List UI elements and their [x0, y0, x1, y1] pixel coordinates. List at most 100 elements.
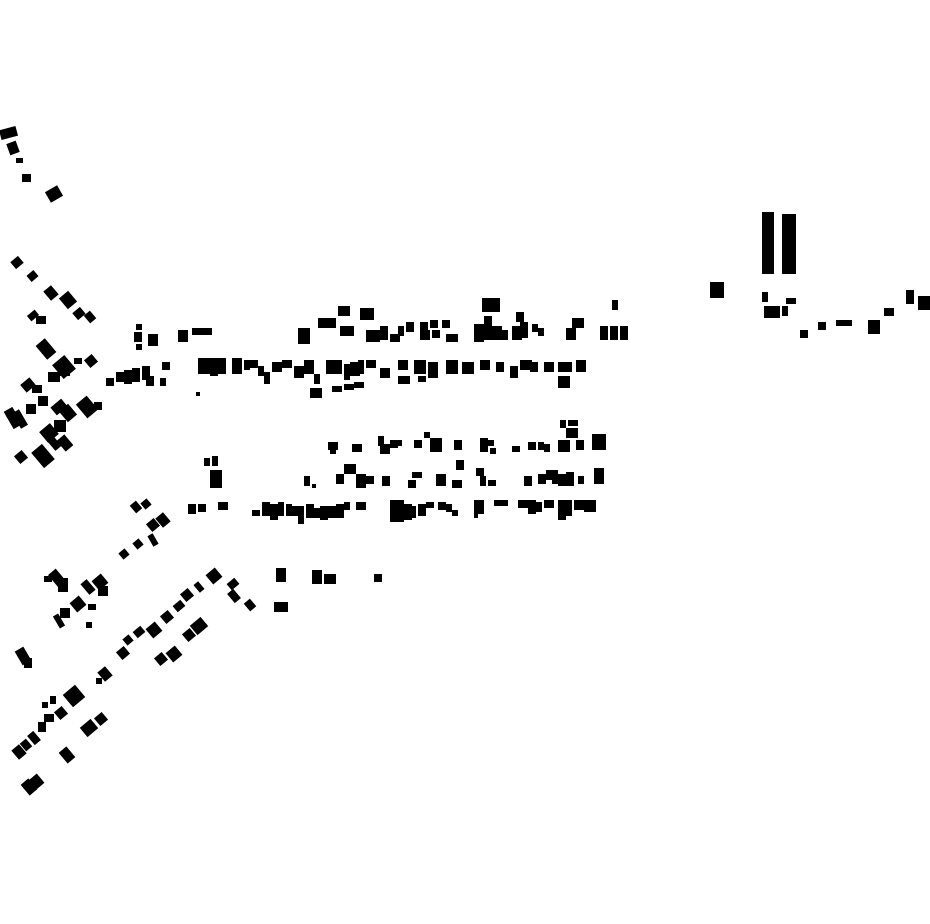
building [884, 308, 894, 316]
building [492, 326, 502, 340]
building [58, 290, 78, 310]
building [474, 500, 484, 514]
building [13, 449, 29, 465]
building [270, 504, 278, 520]
building [412, 472, 422, 478]
building [60, 368, 70, 376]
building [538, 474, 546, 484]
building [428, 362, 438, 378]
building [227, 588, 241, 604]
building [512, 446, 520, 452]
building [344, 464, 356, 474]
building [179, 587, 195, 603]
building [576, 360, 586, 372]
building [294, 366, 304, 378]
building [54, 420, 66, 432]
building [306, 504, 314, 518]
building [74, 358, 82, 364]
building [366, 330, 380, 342]
building [198, 504, 206, 512]
building [410, 506, 416, 518]
building [366, 360, 376, 368]
building [906, 290, 914, 304]
building [418, 376, 426, 382]
building [516, 312, 524, 322]
building [446, 504, 452, 512]
building [198, 358, 210, 374]
building [26, 270, 39, 282]
building [44, 714, 54, 722]
building [398, 360, 408, 370]
building [98, 586, 108, 596]
building [442, 320, 450, 328]
building [48, 372, 60, 382]
building [22, 174, 31, 182]
building [27, 773, 45, 791]
building [390, 500, 404, 522]
building [558, 376, 570, 388]
building [60, 608, 70, 618]
building [336, 474, 344, 484]
building [244, 360, 250, 370]
building [6, 140, 20, 156]
building [538, 328, 544, 336]
building [558, 474, 566, 486]
building [488, 440, 494, 446]
building [19, 738, 33, 752]
building [83, 353, 99, 369]
building [52, 613, 66, 629]
building [546, 470, 552, 480]
building [538, 442, 544, 450]
building [38, 722, 46, 732]
building [420, 330, 430, 340]
building [310, 388, 322, 398]
building [145, 621, 163, 639]
building [454, 440, 462, 450]
building [494, 500, 508, 506]
building [205, 567, 223, 585]
building [420, 322, 428, 330]
building [328, 506, 336, 518]
building [868, 320, 880, 334]
building [566, 472, 574, 486]
building [172, 599, 186, 613]
building [155, 512, 171, 528]
building [193, 581, 205, 593]
building [544, 362, 554, 372]
building [502, 330, 508, 340]
building-footprints [0, 125, 930, 796]
building [530, 362, 538, 372]
building [558, 500, 566, 520]
building [136, 344, 142, 350]
building [153, 651, 169, 667]
building [142, 366, 150, 380]
building [274, 602, 288, 612]
building [16, 158, 23, 163]
building [612, 300, 618, 310]
building [566, 500, 572, 516]
building [26, 309, 40, 322]
building [252, 510, 260, 516]
building [93, 711, 109, 727]
building [566, 328, 576, 340]
building [380, 444, 390, 454]
building [264, 372, 270, 384]
building [390, 334, 400, 342]
building [212, 456, 218, 466]
building [10, 255, 24, 270]
building [116, 372, 124, 382]
building [354, 382, 364, 388]
building [134, 332, 142, 342]
building [160, 378, 166, 386]
building [544, 444, 550, 452]
building [762, 292, 768, 302]
building [476, 468, 484, 476]
building [43, 285, 59, 301]
building [474, 324, 484, 342]
building [374, 574, 382, 582]
building [132, 368, 140, 382]
building [474, 512, 478, 518]
building [83, 310, 97, 324]
building [610, 326, 618, 340]
